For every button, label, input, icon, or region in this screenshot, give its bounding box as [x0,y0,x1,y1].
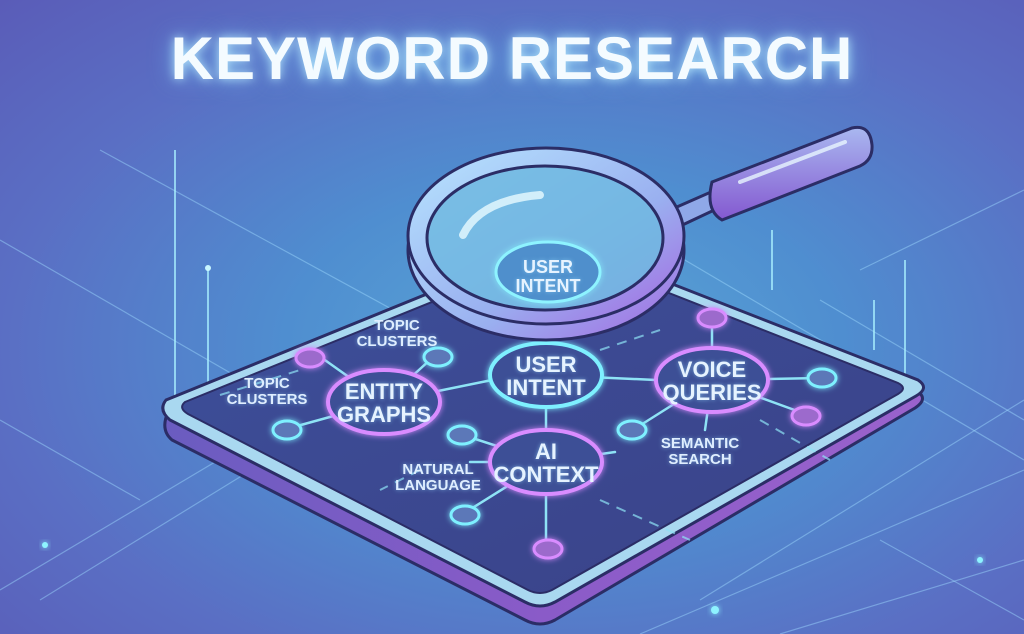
dashed-connectors [219,329,831,541]
label-topic-clusters-left: TOPIC CLUSTERS [222,376,312,408]
light-dot [977,557,983,563]
lens-label-line1: USER [522,257,573,277]
node-label-line2: INTENT [506,375,586,401]
magnifier-icon [406,125,874,342]
label-natural-language: NATURAL LANGUAGE [388,462,488,494]
satellite-node [449,504,481,526]
label-line2: LANGUAGE [395,476,481,494]
node-label-line1: AI [535,439,557,464]
label-line1: SEMANTIC [660,435,740,452]
node-user-intent-ring [488,341,604,409]
node-label-line2: GRAPHS [336,402,432,428]
node-entity-graphs: ENTITY GRAPHS [328,380,440,426]
node-voice-queries-ring [654,346,770,414]
satellite-node [696,307,728,329]
node-label-line1: VOICE [677,357,747,382]
satellite-node [616,419,648,441]
label-line1: TOPIC [374,317,420,334]
main-nodes [326,341,770,496]
satellite-node [271,419,303,441]
satellite-node [446,424,478,446]
node-ai-context-ring [488,428,604,496]
light-dot [711,606,719,614]
satellite-node [790,405,822,427]
label-topic-clusters-top: TOPIC CLUSTERS [352,318,442,350]
node-ai-context: AI CONTEXT [490,440,602,486]
node-entity-graphs-ring [326,368,442,436]
node-label-line1: ENTITY [344,379,424,404]
light-dot [42,542,48,548]
satellite-nodes [271,307,838,560]
label-line1: NATURAL [402,461,474,478]
satellite-node [422,346,454,368]
label-semantic-search: SEMANTIC SEARCH [650,436,750,468]
satellite-node [806,367,838,389]
label-line2: SEARCH [668,450,732,468]
label-line2: CLUSTERS [226,390,308,408]
satellite-node [532,538,564,560]
satellite-node [294,347,326,369]
label-line1: TOPIC [244,375,290,392]
magnifier-lens-label: USER INTENT [508,258,588,296]
node-label-line2: CONTEXT [493,462,599,488]
node-user-intent: USER INTENT [490,353,602,399]
light-dot [205,265,211,271]
node-voice-queries: VOICE QUERIES [656,358,768,404]
node-label-line2: QUERIES [662,380,762,406]
lens-label-line2: INTENT [515,275,581,296]
label-line2: CLUSTERS [356,332,438,350]
node-label-line1: USER [515,352,577,377]
vertical-light-lines [174,150,906,420]
page-title: KEYWORD RESEARCH [170,25,854,92]
